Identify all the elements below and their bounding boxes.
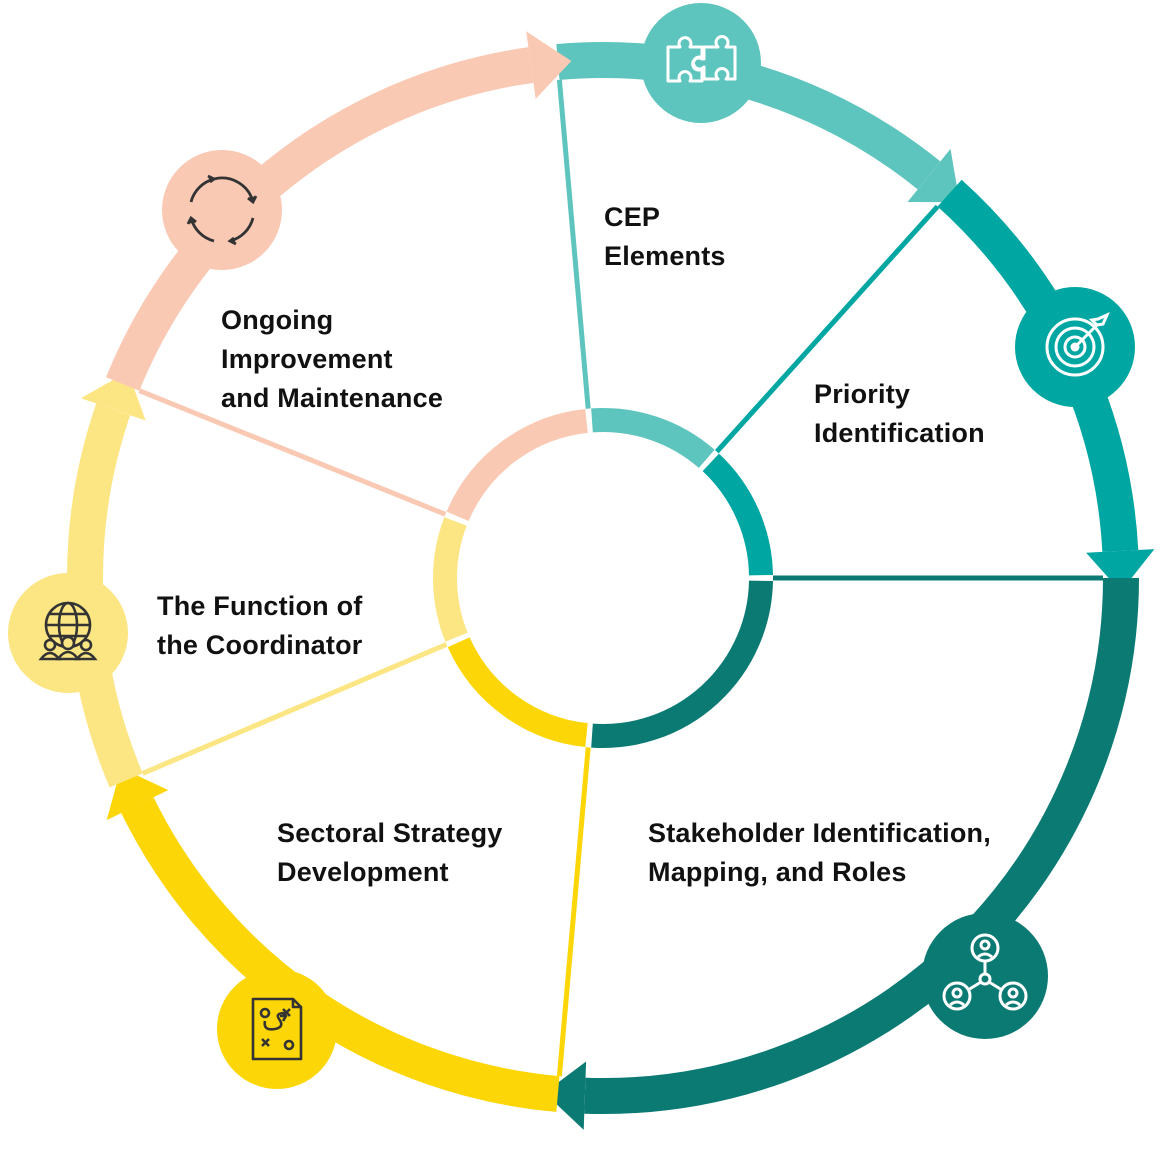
label-line: Sectoral Strategy (277, 818, 503, 848)
ring-arc-ongoing (106, 47, 534, 391)
label-line: Development (277, 857, 449, 887)
target-icon (1015, 287, 1135, 407)
divider-priority (714, 204, 940, 454)
label-line: Improvement (221, 344, 393, 374)
label-priority-identification: Priority Identification (814, 375, 985, 453)
global-team-icon (8, 573, 128, 693)
divider-coordinator (141, 642, 448, 776)
label-line: CEP (604, 202, 661, 232)
ring-arrowhead-ongoing (526, 31, 572, 99)
label-ongoing-improvement: Ongoing Improvement and Maintenance (221, 301, 443, 418)
label-stakeholder-identification: Stakeholder Identification, Mapping, and… (648, 814, 991, 892)
network-people-icon-badge (922, 913, 1048, 1039)
label-cep-elements: CEP Elements (604, 198, 726, 276)
center-hub (458, 433, 748, 723)
label-line: Mapping, and Roles (648, 857, 907, 887)
inner-arc-priority (702, 453, 773, 576)
inner-arc-cep (591, 408, 715, 469)
ring-arrowhead-cep (907, 148, 960, 203)
divider-sectoral (556, 747, 591, 1077)
strategy-board-icon (217, 969, 337, 1089)
label-line: the Coordinator (157, 630, 363, 660)
cycle-arrows-icon (162, 150, 282, 270)
inner-arc-stakeholder (591, 580, 773, 748)
label-line: The Function of (157, 591, 363, 621)
label-line: Ongoing (221, 305, 334, 335)
inner-arc-coordinator (433, 517, 468, 642)
label-line: Stakeholder Identification, (648, 818, 991, 848)
divider-ongoing (138, 388, 447, 517)
ring-arrowhead-priority (1086, 549, 1155, 592)
ring-arrowhead-stakeholder (544, 1061, 587, 1130)
label-line: and Maintenance (221, 383, 444, 413)
divider-cep (556, 79, 591, 409)
label-line: Identification (814, 418, 985, 448)
puzzle-icon (641, 3, 761, 123)
puzzle-icon-badge (641, 3, 761, 123)
label-sectoral-strategy: Sectoral Strategy Development (277, 814, 503, 892)
label-line: Priority (814, 379, 911, 409)
label-coordinator-function: The Function of the Coordinator (157, 587, 363, 665)
network-people-icon (922, 913, 1048, 1039)
global-team-icon-badge (8, 573, 128, 693)
inner-arc-ongoing (446, 408, 588, 522)
cycle-arrows-icon-badge (162, 150, 282, 270)
inner-arc-sectoral (447, 637, 588, 748)
label-line: Elements (604, 241, 726, 271)
